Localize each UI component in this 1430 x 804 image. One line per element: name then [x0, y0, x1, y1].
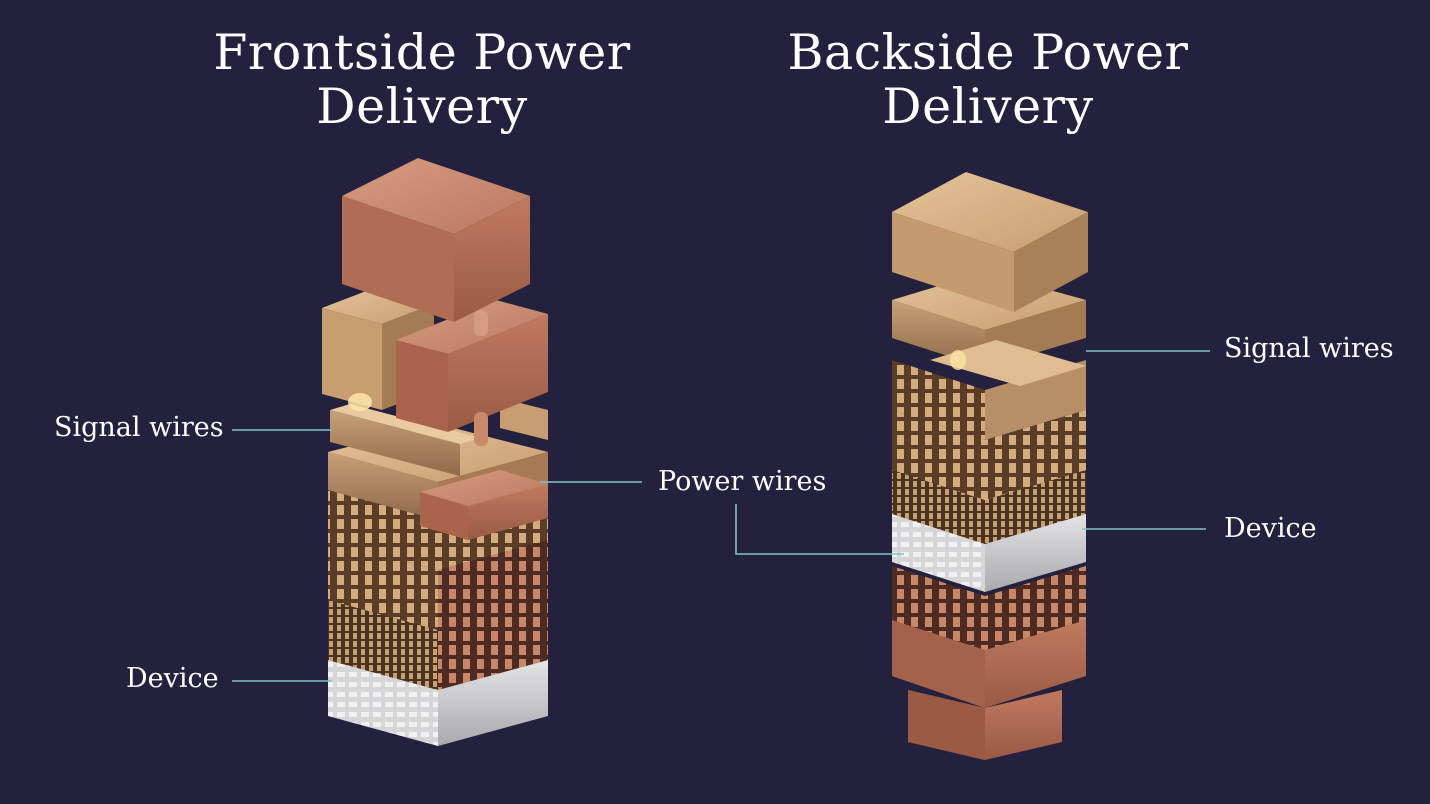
- signal-wires-label-right: Signal wires: [1224, 333, 1394, 364]
- leader-power-right: [735, 504, 904, 555]
- backside-fine-wire-layers: [892, 360, 1086, 544]
- backside-title-line-2: Delivery: [882, 78, 1094, 135]
- backside-title: Backside Power Delivery: [728, 26, 1248, 134]
- signal-wires-label-left: Signal wires: [54, 412, 224, 443]
- backside-stack-illustration: [892, 172, 1088, 760]
- power-wires-label: Power wires: [658, 466, 827, 497]
- frontside-top-copper-block: [342, 158, 530, 322]
- frontside-stack-illustration: [322, 158, 548, 746]
- frontside-title-line-2: Delivery: [316, 78, 528, 135]
- frontside-title-line-1: Frontside Power: [213, 24, 631, 81]
- backside-title-line-1: Backside Power: [787, 24, 1189, 81]
- backside-power-blocks: [892, 566, 1086, 760]
- leader-lines: [232, 350, 1210, 682]
- device-label-right: Device: [1224, 513, 1317, 544]
- device-label-left: Device: [126, 663, 219, 694]
- backside-top-gold-block: [892, 172, 1088, 312]
- frontside-title: Frontside Power Delivery: [162, 26, 682, 134]
- frontside-upper-blocks: [322, 288, 548, 446]
- frontside-mid-bars: [328, 398, 548, 540]
